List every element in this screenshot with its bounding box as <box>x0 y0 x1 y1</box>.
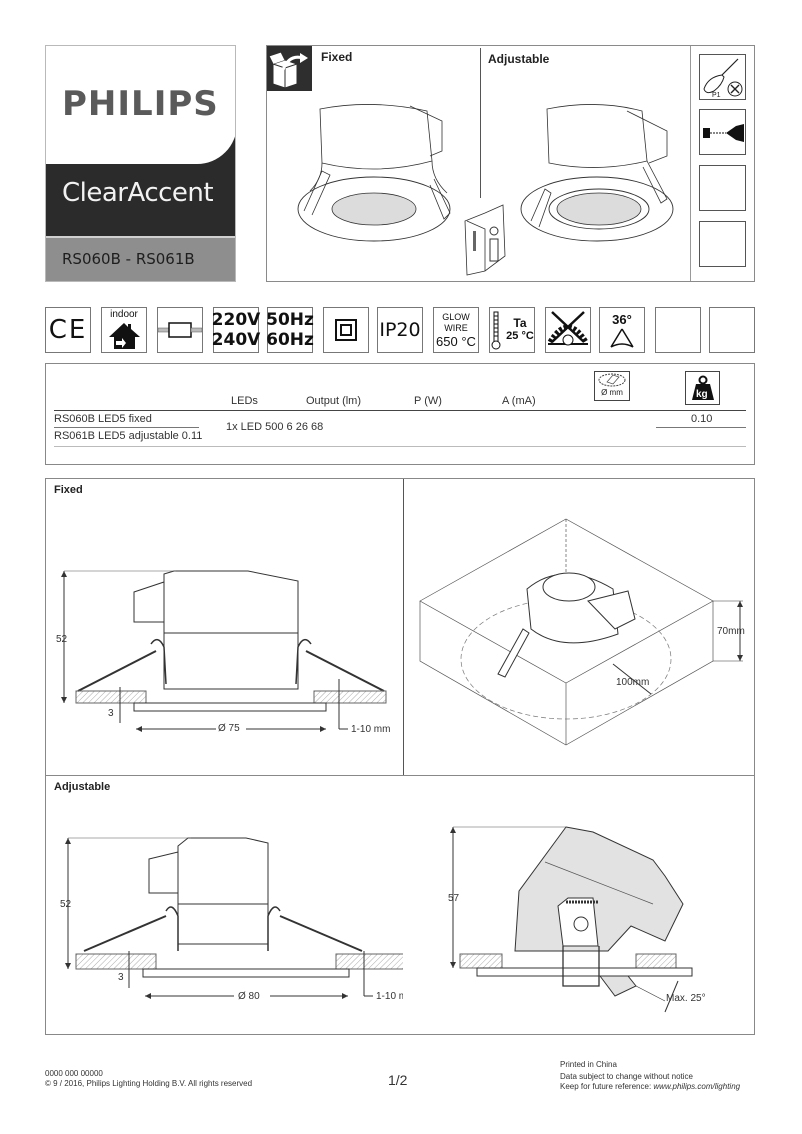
fixed-label: Fixed <box>321 50 353 64</box>
data-notice: Data subject to change without notice <box>560 1072 693 1081</box>
svg-text:P1: P1 <box>712 92 721 99</box>
weight-value: 0.10 <box>691 413 713 425</box>
empty-icon-2 <box>699 221 746 267</box>
ambient-temperature-icon: Ta 25 °C <box>489 307 535 353</box>
header-rule <box>54 410 746 411</box>
svg-text:Ø 75: Ø 75 <box>218 723 240 734</box>
empty-symbol-2 <box>709 307 755 353</box>
open-box-icon <box>267 46 312 91</box>
copyright: © 9 / 2016, Philips Lighting Holding B.V… <box>45 1079 253 1088</box>
logo-area: PHILIPS <box>46 46 235 164</box>
reference-prefix: Keep for future reference: <box>560 1082 654 1091</box>
weight-icon: kg <box>685 371 720 405</box>
svg-text:70mm: 70mm <box>717 626 745 637</box>
empty-icon-1 <box>699 165 746 211</box>
footer-left: 0000 000 00000 © 9 / 2016, Philips Light… <box>45 1069 252 1089</box>
svg-text:3: 3 <box>118 972 124 983</box>
ip20-icon: IP20 <box>377 307 423 353</box>
led-output-power-current-values: 1x LED 500 6 26 68 <box>226 421 324 433</box>
screwdriver-p1-icon: P1 <box>699 54 746 100</box>
printed-in: Printed in China <box>560 1060 617 1069</box>
fixed-panel-title: Fixed <box>54 484 83 496</box>
panel-divider-horizontal <box>46 775 754 776</box>
row-fixed-name: RS060B LED5 fixed <box>54 413 152 425</box>
svg-text:Max. 25°: Max. 25° <box>666 993 706 1004</box>
svg-text:kg: kg <box>696 389 708 400</box>
philips-logo: PHILIPS <box>62 84 219 124</box>
header-leds: LEDs <box>231 395 258 407</box>
fixed-side-view-drawing: 52 3 Ø 75 1-10 mm <box>56 570 390 735</box>
page-number: 1/2 <box>388 1072 408 1088</box>
spec-table: LEDs Output (lm) P (W) A (mA) Ø mm kg RS… <box>45 363 755 465</box>
no-insulation-cover-icon <box>545 307 591 353</box>
svg-text:1-10 mm: 1-10 mm <box>351 724 390 735</box>
model-band: RS060B - RS061B <box>46 236 235 281</box>
fixed-isometric-clearance-drawing: 70mm 100mm <box>419 518 745 746</box>
panel-divider-vertical <box>403 479 404 775</box>
product-name: ClearAccent <box>62 178 214 208</box>
adjustable-side-view-drawing: 52 3 Ø 80 1-10 mm <box>60 837 403 1002</box>
footer-right: Printed in China Data subject to change … <box>560 1060 740 1092</box>
diameter-icon: Ø mm <box>594 371 630 401</box>
brand-block: PHILIPS ClearAccent RS060B - RS061B <box>45 45 236 282</box>
svg-text:100mm: 100mm <box>616 677 649 688</box>
beam-angle-icon: 36° <box>599 307 645 353</box>
header-power: P (W) <box>414 395 442 407</box>
dimension-drawings: Fixed Adjustable 52 3 Ø 75 1-10 mm <box>45 478 755 1035</box>
svg-text:Ø 80: Ø 80 <box>238 991 260 1002</box>
manual-booklet-icon <box>464 204 506 276</box>
adjustable-downlight-drawing <box>520 104 674 242</box>
empty-symbol-1 <box>655 307 701 353</box>
document-code: 0000 000 00000 <box>45 1069 103 1078</box>
svg-text:57: 57 <box>448 893 460 904</box>
driver-icon <box>157 307 203 353</box>
future-reference: Keep for future reference: www.philips.c… <box>560 1082 740 1092</box>
philips-lighting-link[interactable]: www.philips.com/lighting <box>653 1082 741 1091</box>
house-icon <box>109 323 140 349</box>
svg-text:52: 52 <box>60 899 72 910</box>
class-ii-icon <box>323 307 369 353</box>
voltage-icon: 220V 240V <box>212 307 260 353</box>
header-output: Output (lm) <box>306 395 362 407</box>
illustration-divider <box>480 48 481 198</box>
indoor-use-icon: indoor <box>101 307 147 353</box>
adjustable-label: Adjustable <box>488 52 550 66</box>
adjustable-panel-title: Adjustable <box>54 781 111 793</box>
fixed-downlight-drawing <box>297 104 451 242</box>
row-rule <box>54 427 199 428</box>
thermometer-icon <box>491 311 501 350</box>
weight-rule <box>656 427 746 428</box>
frequency-icon: 50Hz 60Hz <box>266 307 314 353</box>
product-illustration-panel: Fixed Adjustable <box>266 45 755 282</box>
table-bottom-rule <box>54 446 746 447</box>
ce-mark-icon: CE <box>45 307 91 353</box>
glow-wire-icon: GLOW WIRE 650 °C <box>433 307 479 353</box>
svg-text:52: 52 <box>56 634 68 645</box>
svg-text:1-10 mm: 1-10 mm <box>376 991 403 1002</box>
drill-icon <box>699 109 746 155</box>
svg-text:3: 3 <box>108 708 114 719</box>
row-adjustable-name: RS061B LED5 adjustable 0.11 <box>54 430 203 442</box>
model-numbers: RS060B - RS061B <box>62 250 195 268</box>
beam-cone-icon <box>610 328 634 348</box>
adjustable-tilt-view-drawing: 57 Max. 25° <box>448 826 706 1013</box>
header-current: A (mA) <box>502 395 536 407</box>
side-icons-divider <box>690 46 691 281</box>
